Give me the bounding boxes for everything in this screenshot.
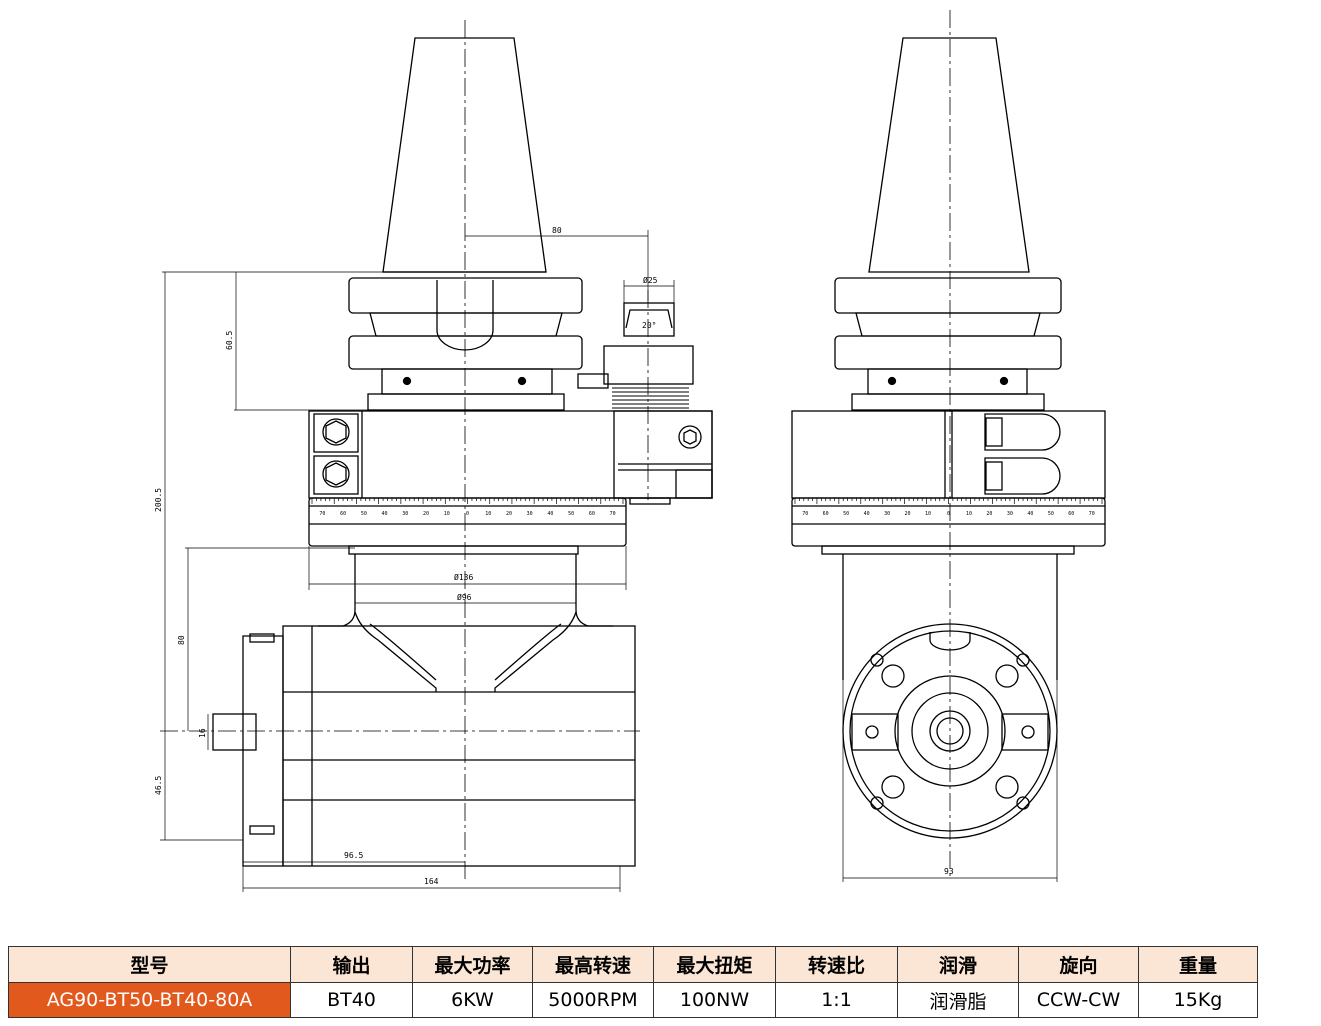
side-scale-label: 50 [1048,511,1054,517]
spec-header-row: 型号 输出 最大功率 最高转速 最大扭矩 转速比 润滑 旋向 重量 [8,946,1258,983]
header-ratio: 转速比 [775,946,898,983]
spec-data-row: AG90-BT50-BT40-80A BT40 6KW 5000RPM 100N… [8,982,1258,1018]
side-scale-label: 40 [864,511,870,517]
cell-model: AG90-BT50-BT40-80A [8,982,291,1018]
header-lubrication: 润滑 [897,946,1019,983]
cell-output: BT40 [290,982,413,1018]
side-scale-label: 70 [1089,511,1095,517]
side-scale-label: 20 [986,511,992,517]
header-max-power: 最大功率 [412,946,533,983]
dim-96-5: 96.5 [344,851,363,860]
dim-d96: Ø96 [457,592,472,602]
cell-weight: 15Kg [1138,982,1258,1018]
front-scale-label: 70 [610,511,616,517]
front-scale-label: 20 [506,511,512,517]
side-scale-label: 60 [823,511,829,517]
side-scale-label: 0 [947,511,950,517]
cell-max-power: 6KW [412,982,533,1018]
dim-93: 93 [944,867,954,876]
header-max-torque: 最大扭矩 [653,946,776,983]
front-view [212,37,713,867]
header-output: 输出 [290,946,413,983]
dim-80-vertical: 80 [177,635,186,645]
side-scale-label: 10 [925,511,931,517]
front-scale-label: 10 [485,511,491,517]
front-scale-label: 50 [568,511,574,517]
spec-table: 型号 输出 最大功率 最高转速 最大扭矩 转速比 润滑 旋向 重量 AG90-B… [8,946,1258,1018]
side-scale-label: 50 [843,511,849,517]
dim-60-5: 60.5 [225,331,234,350]
header-rotation: 旋向 [1018,946,1139,983]
side-scale-label: 30 [884,511,890,517]
front-scale-label: 30 [527,511,533,517]
cell-lubrication: 润滑脂 [897,982,1019,1018]
side-scale-label: 30 [1007,511,1013,517]
front-scale-label: 60 [340,511,346,517]
side-scale-label: 40 [1027,511,1033,517]
front-scale-label: 0 [466,511,469,517]
dim-d136: Ø136 [454,572,473,582]
header-model: 型号 [8,946,291,983]
side-scale-label: 70 [802,511,808,517]
front-scale-label: 70 [319,511,325,517]
side-scale-label: 60 [1068,511,1074,517]
cell-rotation: CCW-CW [1018,982,1139,1018]
side-scale-label: 20 [905,511,911,517]
header-weight: 重量 [1138,946,1258,983]
front-scale-label: 60 [589,511,595,517]
front-scale-label: 20 [423,511,429,517]
dim-d25: Ø25 [643,275,658,285]
cell-ratio: 1:1 [775,982,898,1018]
front-scale-label: 30 [402,511,408,517]
front-scale-label: 40 [547,511,553,517]
header-max-speed: 最高转速 [532,946,654,983]
dim-46-5: 46.5 [154,776,163,795]
dim-80-top: 80 [552,226,562,235]
dim-angle-20: 20° [642,321,656,330]
front-scale-label: 10 [444,511,450,517]
dim-200-5: 200.5 [154,488,163,512]
side-view [791,37,1106,839]
dim-164: 164 [424,877,439,886]
dim-16: 16 [198,728,207,738]
cell-max-speed: 5000RPM [532,982,654,1018]
cell-max-torque: 100NW [653,982,776,1018]
front-scale-label: 40 [382,511,388,517]
technical-drawing: 70 60 50 40 30 20 10 0 10 20 30 40 50 60 70 70 60 50 40 30… [154,10,1106,892]
front-scale-label: 50 [361,511,367,517]
side-scale-label: 10 [966,511,972,517]
